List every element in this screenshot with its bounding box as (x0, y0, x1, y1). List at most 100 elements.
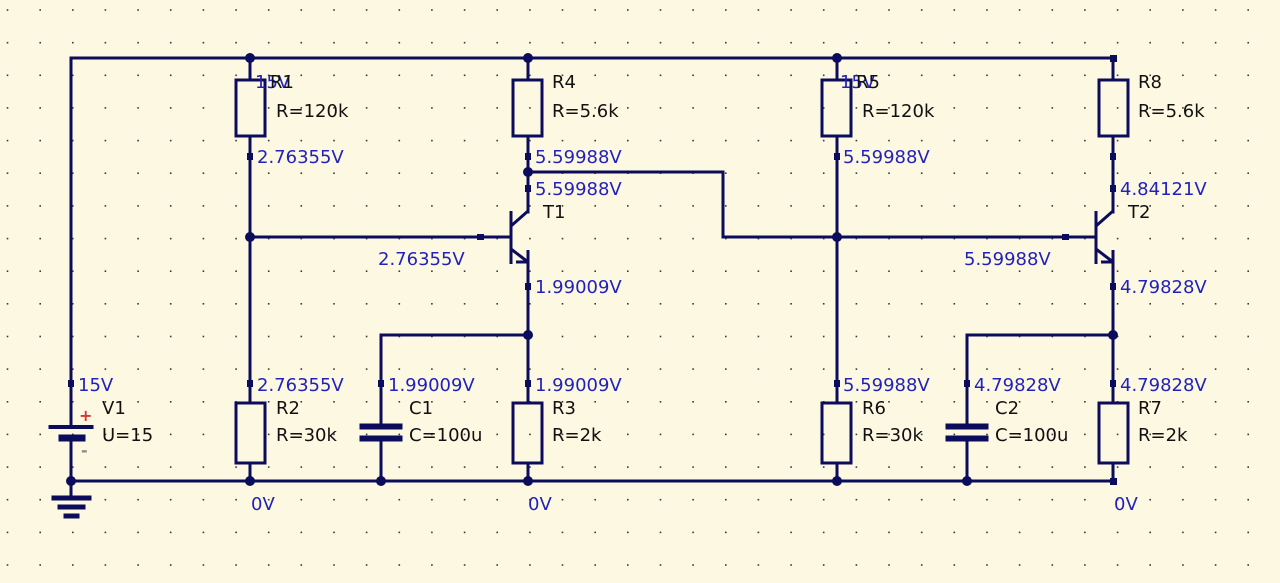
resistor-r7[interactable] (1097, 401, 1130, 465)
grid-dot (1018, 368, 1021, 370)
grid-dot (1214, 531, 1217, 534)
grid-dot (659, 41, 662, 44)
grid-dot (1247, 139, 1249, 142)
grid-dot (6, 335, 9, 338)
grid-dot (822, 335, 825, 338)
grid-dot (6, 498, 9, 501)
grid-dot (267, 433, 270, 436)
grid-dot (169, 107, 172, 109)
resistor-r6[interactable] (820, 401, 853, 465)
grid-dot (398, 237, 401, 240)
grid-dot (920, 205, 923, 207)
grid-dot (888, 466, 890, 468)
grid-dot (267, 139, 270, 142)
grid-dot (888, 498, 890, 501)
grid-dot (333, 107, 335, 109)
grid-dot (790, 41, 792, 44)
wire-c1-top[interactable] (379, 333, 530, 429)
component-name: R2 (276, 398, 300, 419)
grid-dot (202, 401, 205, 403)
grid-dot (790, 498, 792, 501)
grid-dot (561, 368, 564, 370)
junction-dot (245, 476, 255, 486)
grid-dot (757, 564, 760, 566)
grid-dot (267, 205, 270, 207)
grid-dot (1149, 107, 1151, 109)
grid-dot (202, 564, 205, 566)
grid-dot (300, 237, 303, 240)
grid-dot (1018, 41, 1021, 44)
grid-dot (986, 74, 988, 77)
component-value: C=100u (409, 425, 482, 446)
grid-dot (104, 41, 107, 44)
junction-dot (245, 53, 255, 63)
grid-dot (431, 74, 433, 77)
resistor-r5[interactable] (820, 78, 853, 138)
battery-v1[interactable] (48, 383, 94, 442)
wire-c2-top[interactable] (965, 333, 1115, 429)
grid-dot (659, 205, 662, 207)
grid-dot (953, 564, 956, 566)
grid-dot (6, 9, 9, 11)
grid-dot (757, 107, 760, 109)
grid-dot (235, 270, 237, 272)
grid-dot (6, 172, 9, 174)
grid-dot (594, 433, 596, 436)
grid-dot (104, 205, 107, 207)
grid-dot (790, 335, 792, 338)
grid-dot (822, 237, 825, 240)
grid-dot (1182, 237, 1184, 240)
grid-dot (202, 466, 205, 468)
grid-dot (986, 498, 988, 501)
grid-dot (953, 41, 956, 44)
grid-dot (463, 9, 466, 11)
grid-dot (725, 74, 727, 77)
resistor-r4[interactable] (511, 78, 544, 138)
grid-dot (235, 368, 237, 370)
grid-dot (496, 74, 498, 77)
grid-dot (1182, 303, 1184, 305)
grid-dot (1247, 564, 1249, 566)
grid-dot (1018, 564, 1021, 566)
transistor-t1[interactable] (509, 209, 530, 264)
grid-dot (1247, 205, 1249, 207)
grid-dot (104, 270, 107, 272)
grid-dot (267, 368, 270, 370)
grid-dot (1182, 270, 1184, 272)
capacitor-c1[interactable] (359, 423, 403, 442)
grid-dot (267, 303, 270, 305)
grid-dot (725, 9, 727, 11)
grid-dot (365, 139, 368, 142)
grid-dot (137, 74, 139, 77)
grid-dot (1116, 531, 1119, 534)
grid-dot (496, 139, 498, 142)
voltage-label: 0V (528, 494, 552, 515)
resistor-r8[interactable] (1097, 78, 1130, 138)
grid-dot (986, 564, 988, 566)
grid-dot (725, 531, 727, 534)
grid-dot (692, 303, 694, 305)
grid-dot (104, 466, 107, 468)
grid-dot (1214, 41, 1217, 44)
wire-t1-collector-to-t2-base[interactable] (526, 170, 1096, 239)
grid-dot (39, 368, 41, 370)
grid-dot (659, 401, 662, 403)
grid-dot (953, 433, 956, 436)
wire-top-rail[interactable] (69, 56, 1115, 387)
grid-dot (365, 335, 368, 338)
voltage-label: 1.99009V (535, 277, 622, 298)
grid-dot (398, 74, 401, 77)
resistor-r3[interactable] (511, 401, 544, 465)
resistor-r2[interactable] (234, 401, 267, 465)
grid-dot (333, 205, 335, 207)
grid-dot (333, 498, 335, 501)
capacitor-c2[interactable] (945, 423, 989, 442)
grid-dot (627, 270, 629, 272)
port-marker (68, 380, 74, 387)
resistor-r1[interactable] (234, 78, 267, 138)
transistor-t2[interactable] (1094, 209, 1115, 264)
grid-dot (1116, 270, 1119, 272)
grid-dot (1116, 237, 1119, 240)
capacitor-plate-bottom (945, 435, 989, 442)
